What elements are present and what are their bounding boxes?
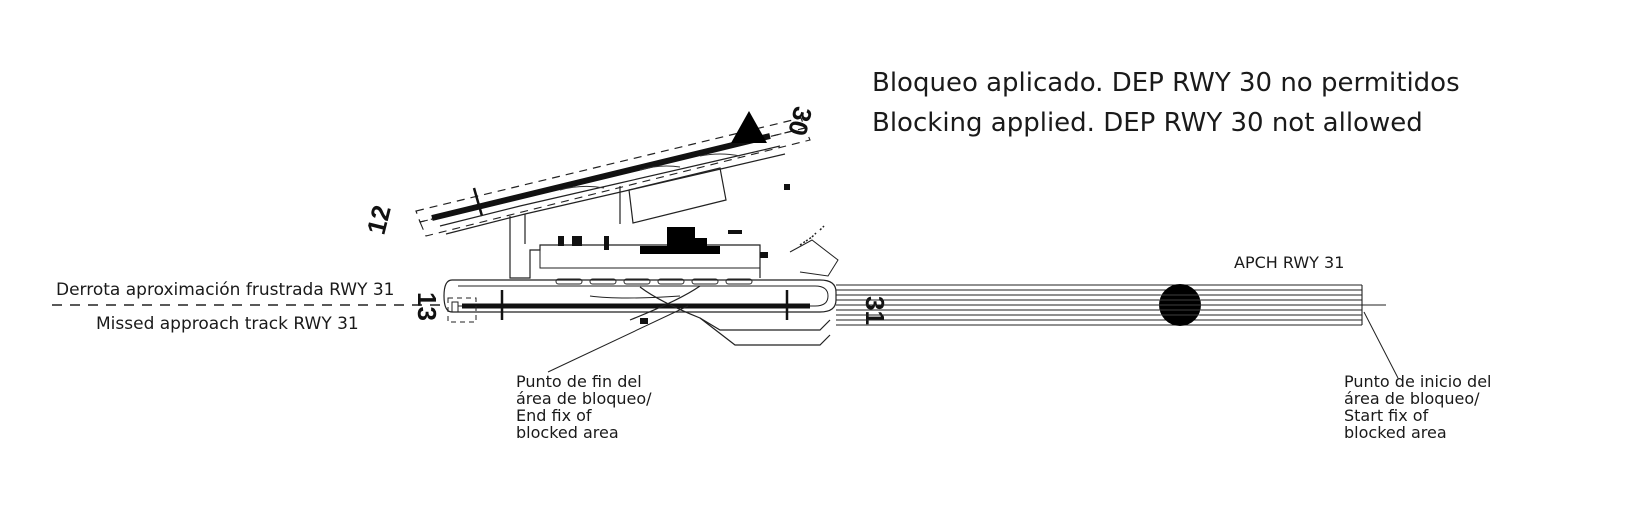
runway-12-30 <box>415 117 811 237</box>
svg-text:Start fix of: Start fix of <box>1344 406 1429 425</box>
svg-text:End fix of: End fix of <box>516 406 592 425</box>
runway-13-label: 13 <box>412 292 442 321</box>
svg-text:Punto de fin del: Punto de fin del <box>516 372 642 391</box>
apron-area <box>509 167 839 285</box>
apch-label: APCH RWY 31 <box>1234 253 1344 272</box>
svg-text:blocked area: blocked area <box>516 423 619 442</box>
notice-line-en: Blocking applied. DEP RWY 30 not allowed <box>872 108 1423 138</box>
end-fix-label: Punto de fin del área de bloqueo/ End fi… <box>516 372 652 442</box>
blocked-area-corridor <box>836 284 1386 326</box>
end-fix-leader <box>547 305 689 373</box>
svg-text:Punto de inicio del: Punto de inicio del <box>1344 372 1491 391</box>
runway-13-31 <box>443 279 837 346</box>
svg-text:blocked area: blocked area <box>1344 423 1447 442</box>
notice-line-es: Bloqueo aplicado. DEP RWY 30 no permitid… <box>872 68 1460 98</box>
triangle-icon <box>731 111 767 143</box>
svg-text:área de bloqueo/: área de bloqueo/ <box>516 389 652 408</box>
runway-30-label: 30 <box>782 104 818 139</box>
missed-approach-en: Missed approach track RWY 31 <box>96 314 359 334</box>
svg-text:área de bloqueo/: área de bloqueo/ <box>1344 389 1480 408</box>
missed-approach-es: Derrota aproximación frustrada RWY 31 <box>56 280 395 300</box>
start-fix-leader <box>1363 311 1399 379</box>
start-fix-label: Punto de inicio del área de bloqueo/ Sta… <box>1344 372 1491 442</box>
runway-12-label: 12 <box>361 202 397 237</box>
